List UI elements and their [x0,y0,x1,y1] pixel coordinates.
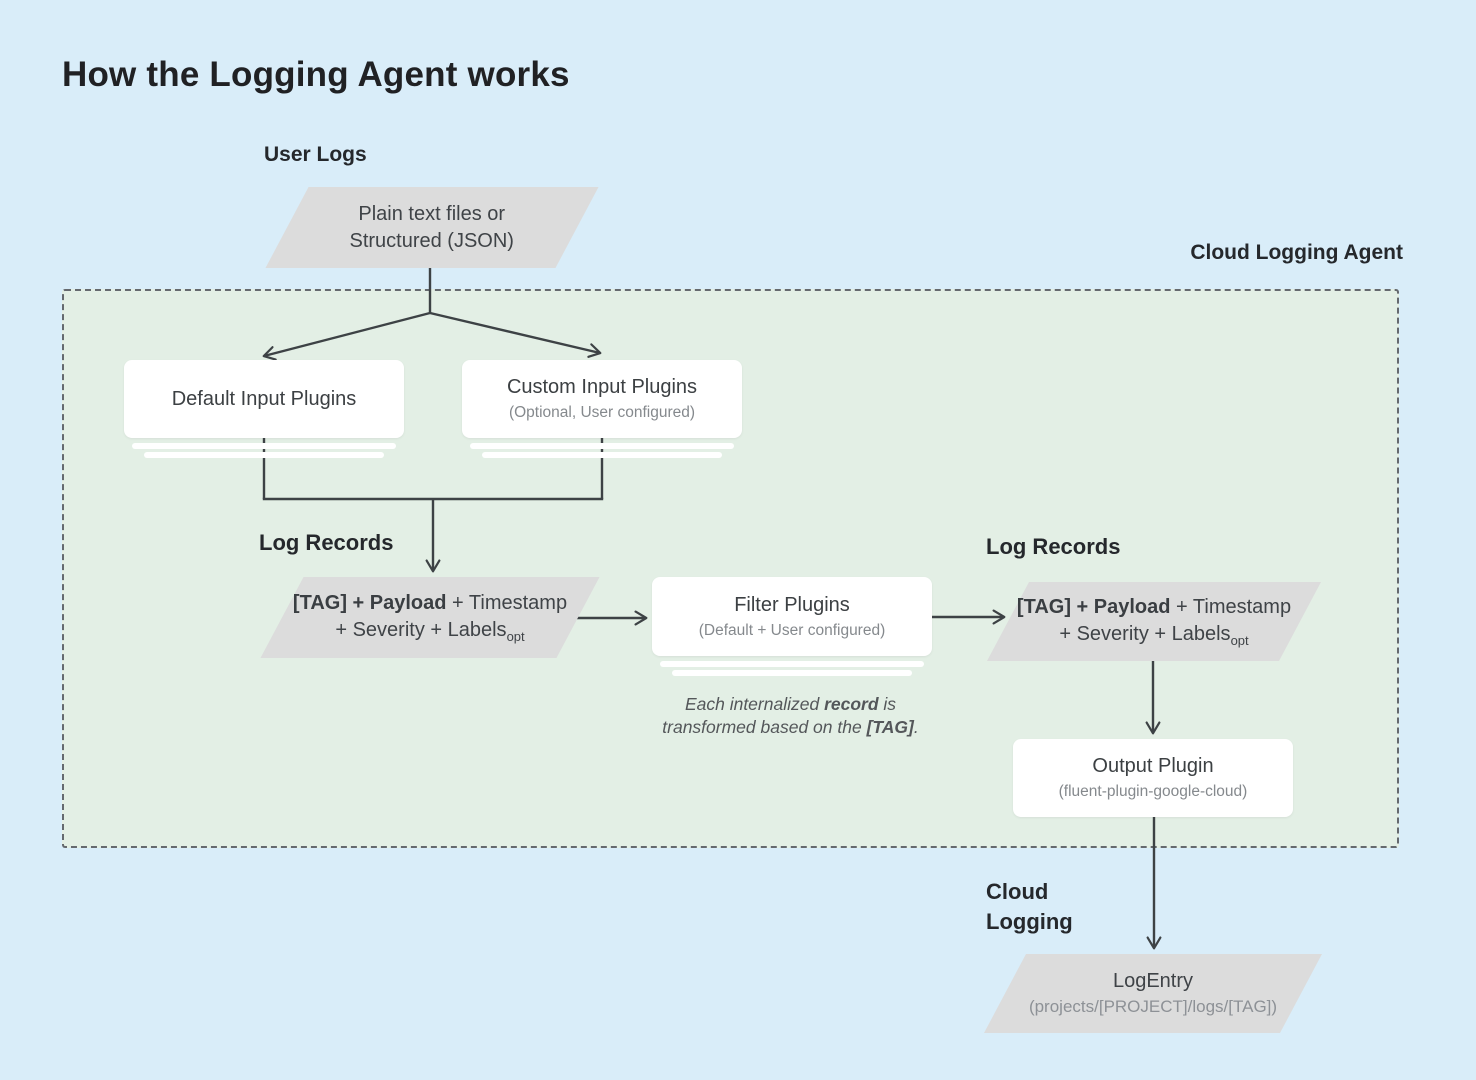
filter-stack-bar-2 [672,670,912,676]
default-input-plugins-title: Default Input Plugins [171,387,357,410]
log-record-node-left: [TAG] + Payload + Timestamp + Severity +… [260,577,600,658]
log-record-left-line1-bold: [TAG] + Payload [292,592,447,614]
log-records-label-left: Log Records [259,530,394,555]
filter-plugins-subtitle: (Default + User configured) [698,621,886,639]
cloud-logging-label: Cloud Logging [986,877,1073,937]
log-record-left-line1-rest: + Timestamp [446,592,568,614]
user-logs-label: User Logs [264,143,367,166]
log-record-node-right: [TAG] + Payload + Timestamp + Severity +… [986,582,1322,661]
filter-note-l1c: is [878,694,897,714]
user-logs-source-line2: Structured (JSON) [349,229,515,252]
user-logs-source-line1: Plain text files or [358,202,506,225]
default-stack-bar-1 [132,443,396,449]
log-records-label-right: Log Records [986,534,1121,559]
log-entry-subtitle: (projects/[PROJECT]/logs/[TAG]) [1028,997,1278,1016]
filter-note-line1: Each internalized record is [618,693,963,716]
filter-stack-bar-1 [660,661,924,667]
custom-input-plugins-subtitle: (Optional, User configured) [508,404,696,421]
filter-note-line2: transformed based on the [TAG]. [618,716,963,739]
custom-stack-bar-2 [482,452,722,458]
log-entry-node: LogEntry (projects/[PROJECT]/logs/[TAG]) [983,954,1323,1033]
log-record-right-line1-rest: + Timestamp [1170,596,1292,618]
user-logs-source-node: Plain text files or Structured (JSON) [265,187,599,268]
output-plugin-node: Output Plugin (fluent-plugin-google-clou… [1013,739,1293,817]
custom-input-plugins-title: Custom Input Plugins [506,376,698,398]
filter-note: Each internalized record is transformed … [618,693,963,739]
log-record-left-line2: + Severity + Labelsopt [282,617,578,645]
output-plugin-title: Output Plugin [1092,755,1214,777]
cloud-logging-label-line1: Cloud [986,879,1049,904]
filter-note-l2c: . [913,717,919,737]
cloud-logging-agent-label: Cloud Logging Agent [1190,241,1403,264]
log-record-right-line2: + Severity + Labelsopt [1008,621,1300,649]
filter-plugins-node: Filter Plugins (Default + User configure… [652,577,932,656]
custom-input-plugins-node: Custom Input Plugins (Optional, User con… [462,360,742,438]
filter-note-l1a: Each internalized [684,694,825,714]
log-record-left-line2-main: + Severity + Labels [335,619,507,641]
custom-stack-bar-1 [470,443,734,449]
log-record-left-line2-sub: opt [506,629,525,644]
filter-plugins-title: Filter Plugins [734,593,850,616]
log-record-left-line1: [TAG] + Payload + Timestamp [282,590,578,617]
default-stack-bar-2 [144,452,384,458]
page-title: How the Logging Agent works [62,55,570,94]
log-record-right-line1-bold: [TAG] + Payload [1016,596,1171,618]
log-record-right-line1: [TAG] + Payload + Timestamp [1008,594,1300,621]
log-entry-title: LogEntry [1112,970,1194,992]
log-record-right-line2-main: + Severity + Labels [1059,623,1231,645]
output-plugin-subtitle: (fluent-plugin-google-cloud) [1058,783,1248,800]
filter-note-l2b: [TAG] [866,717,914,737]
default-input-plugins-node: Default Input Plugins [124,360,404,438]
filter-note-l2a: transformed based on the [662,717,867,737]
cloud-logging-label-line2: Logging [986,909,1073,934]
filter-note-l1b: record [824,694,879,714]
log-record-right-line2-sub: opt [1230,633,1249,648]
